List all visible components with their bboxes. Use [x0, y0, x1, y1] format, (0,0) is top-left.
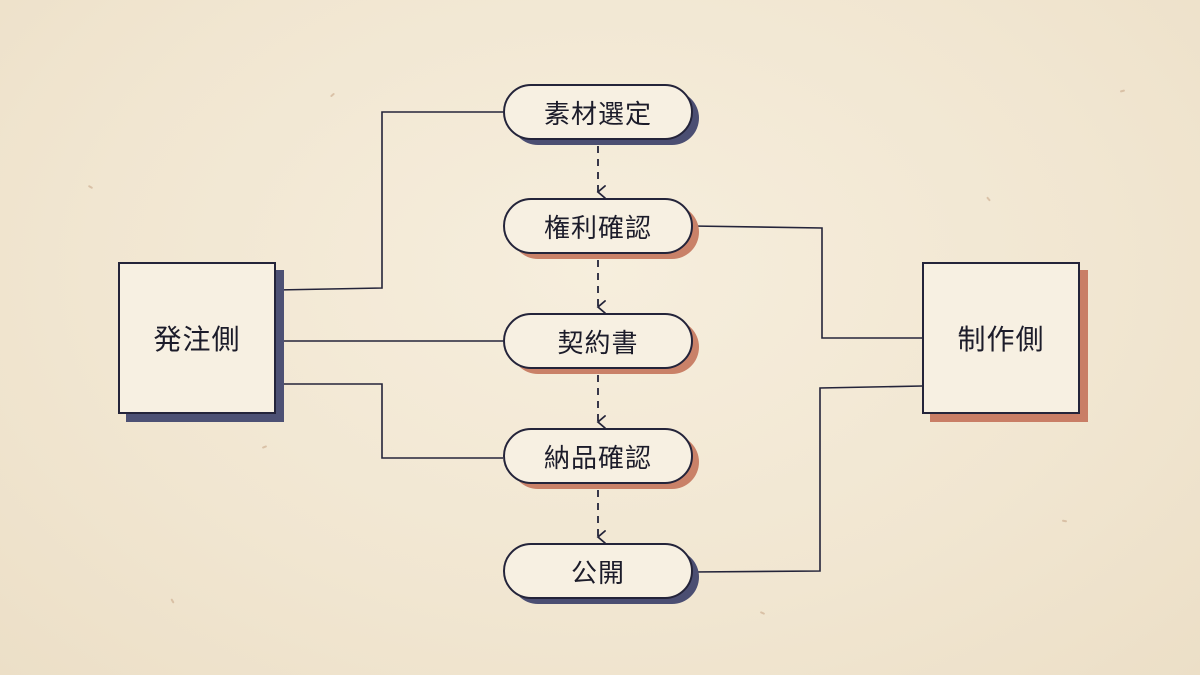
step-label: 素材選定 [543, 99, 652, 130]
step-label: 権利確認 [543, 213, 652, 244]
step-node-1: 素材選定 [503, 84, 693, 140]
step-node-3: 契約書 [503, 313, 693, 369]
step-label: 納品確認 [543, 443, 652, 474]
party-label-right: 制作側 [957, 323, 1045, 356]
step-node-5: 公開 [503, 543, 693, 599]
party-box-left: 発注側 [118, 262, 276, 414]
party-box-right: 制作側 [922, 262, 1080, 414]
party-label-left: 発注側 [153, 323, 241, 356]
step-label: 公開 [570, 558, 625, 589]
connector-left-to-step-4 [276, 383, 503, 459]
step-label: 契約書 [557, 328, 639, 359]
connector-step-5-to-right [691, 385, 923, 573]
connector-step-2-to-right [691, 225, 922, 339]
connector-left-to-step-1 [275, 111, 503, 291]
step-node-4: 納品確認 [503, 428, 693, 484]
step-node-2: 権利確認 [503, 198, 693, 254]
